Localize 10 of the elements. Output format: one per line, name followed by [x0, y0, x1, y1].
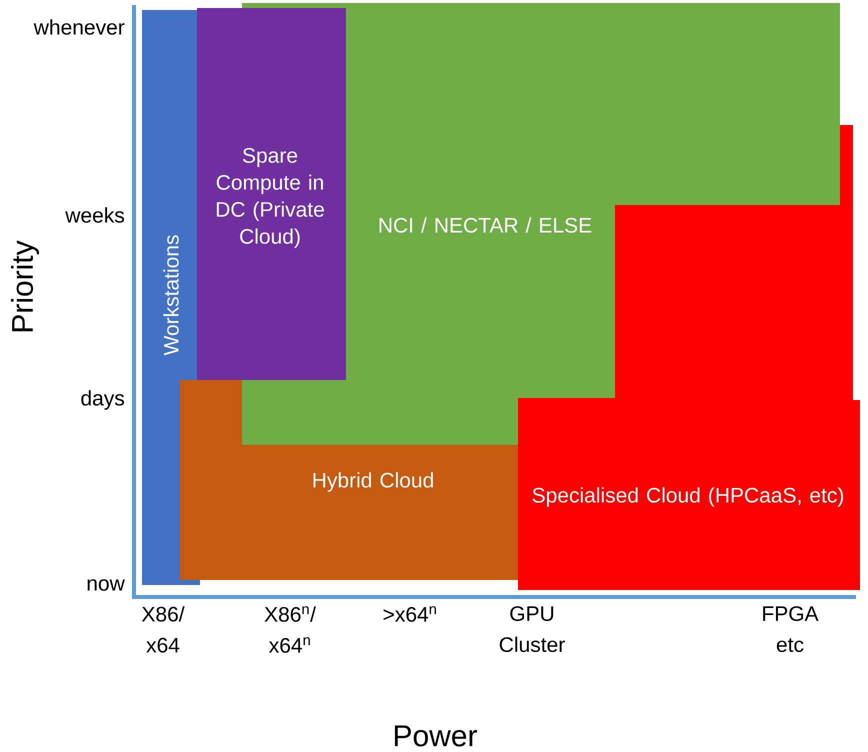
axis-title: Power [394, 726, 477, 746]
axis-tick-label: >x64$^{n}$ [384, 606, 436, 622]
axis-tick-label: X86$^{n}$/ x64$^{n}$ [264, 606, 316, 653]
axis-tick-label: X86/ x64 [142, 606, 185, 653]
region: Hybrid Cloud [180, 380, 518, 580]
axis-tick-label: now [88, 579, 125, 591]
region: Spare Compute in DC (Private Cloud) [197, 8, 346, 380]
axis-tick-label: GPU Cluster [500, 606, 565, 652]
axis-tick-label: days [81, 390, 124, 410]
axis-title: Priority [11, 240, 39, 332]
